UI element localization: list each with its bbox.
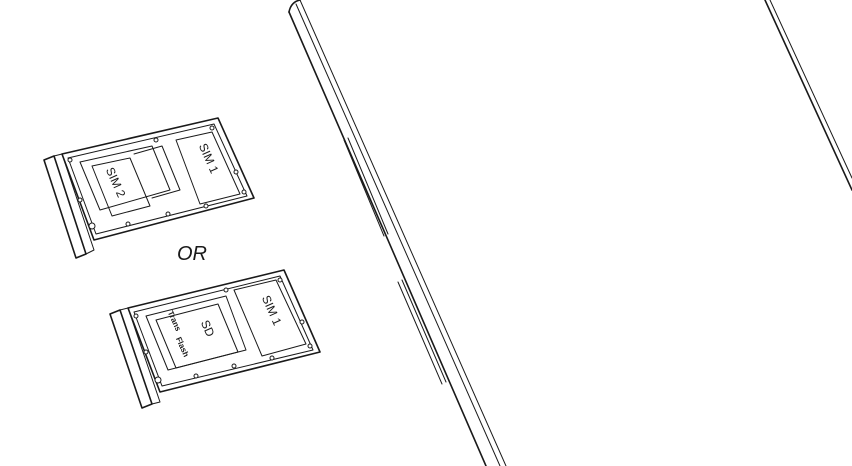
tray-top-hole <box>77 197 83 203</box>
sim1-card-top <box>175 131 241 205</box>
tray-top-hole <box>67 157 73 163</box>
phone-left-edge-inner <box>295 3 501 466</box>
sim-tray-bottom: Trans Flash SD SIM 1 <box>109 269 321 409</box>
phone-sim-slot <box>397 281 443 385</box>
phone-sim-slot-edge <box>401 279 447 383</box>
tray-top-frame-inner <box>67 123 248 235</box>
phone-right-edge-inner <box>769 0 852 179</box>
phone-top-corner <box>288 0 301 13</box>
tray-bottom-hole <box>307 343 313 349</box>
phone-volume-button-edge <box>347 137 389 235</box>
microsd-card <box>155 303 239 369</box>
tray-top-hole <box>203 203 209 209</box>
tray-top-hole <box>165 211 171 217</box>
tray-top-hole <box>241 189 247 195</box>
sim1-top-label: SIM 1 <box>196 141 222 176</box>
tray-top-pocket-left <box>79 145 171 211</box>
tray-bottom-hole <box>299 319 305 325</box>
tray-bottom-frame <box>127 269 321 393</box>
tray-top-ejector-side <box>53 153 95 255</box>
phone-volume-button <box>343 139 385 237</box>
tray-bottom-hole <box>133 313 139 319</box>
tray-top-hole <box>209 125 215 131</box>
tray-bottom-hole <box>154 376 162 384</box>
sim2-label: SIM 2 <box>103 165 129 200</box>
tray-top-center-notch <box>133 145 181 199</box>
tray-bottom-ejector-side <box>119 307 161 405</box>
tray-bottom-hole <box>269 355 275 361</box>
phone-body <box>288 0 852 466</box>
tray-top-frame <box>61 117 255 241</box>
sim-tray-top: SIM 2 SIM 1 <box>43 117 255 259</box>
microsd-brand-line1: Trans <box>166 309 183 333</box>
sim1-card-bottom <box>233 279 307 357</box>
tray-bottom-hole <box>223 287 229 293</box>
microsd-brand-line2: Flash <box>174 336 191 359</box>
tray-bottom-hole <box>143 349 149 355</box>
tray-top-hole <box>125 221 131 227</box>
sim2-card <box>91 157 151 217</box>
sim1-bottom-label: SIM 1 <box>259 293 285 328</box>
tray-top-hole <box>153 137 159 143</box>
tray-bottom-hole <box>231 363 237 369</box>
phone-right-edge <box>764 0 852 191</box>
tray-bottom-hole <box>193 373 199 379</box>
tray-top-hole <box>233 169 239 175</box>
or-separator: OR <box>177 243 207 265</box>
tray-top-hole <box>88 222 96 230</box>
phone-left-edge-back <box>299 0 507 466</box>
tray-bottom-sd-pocket <box>145 295 247 371</box>
tray-bottom-frame-inner <box>133 275 314 387</box>
sd-label: SD <box>198 318 218 339</box>
phone-left-edge-outer <box>288 11 487 466</box>
tray-bottom-hole <box>277 277 283 283</box>
